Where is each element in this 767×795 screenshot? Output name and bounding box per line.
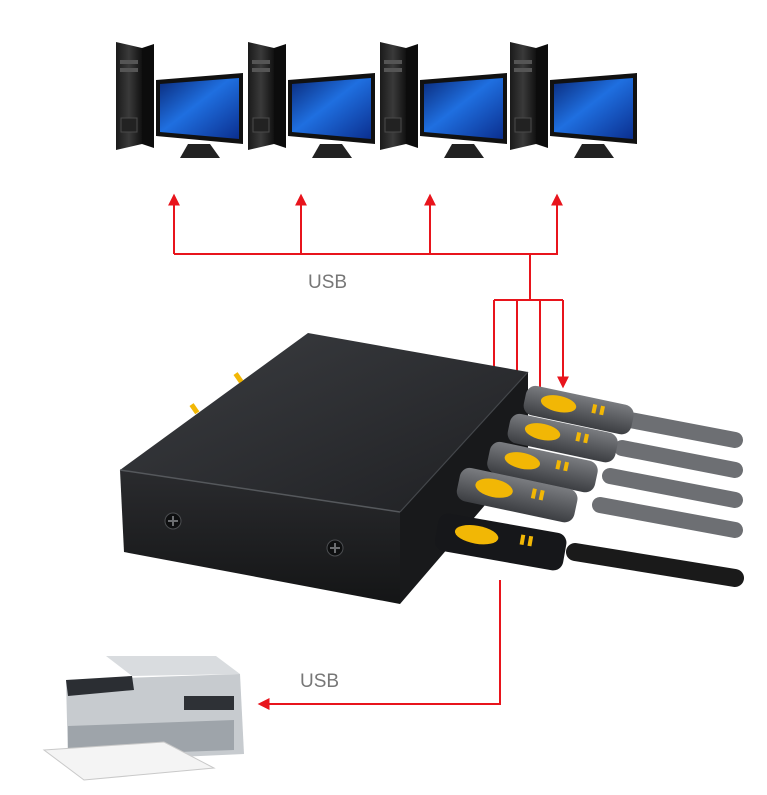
- usb-label-bottom: USB: [300, 671, 339, 692]
- usb-plug-icon: [507, 413, 618, 463]
- computer-icon: [116, 42, 243, 158]
- downstream-arrow: [257, 580, 501, 710]
- computer-icon: [380, 42, 507, 158]
- usb-plug-icon: [434, 513, 567, 571]
- usb-cables: [566, 412, 744, 587]
- computer-icon: [248, 42, 375, 158]
- computer-icon: [510, 42, 637, 158]
- screw-icon: [164, 512, 182, 530]
- printer-icon: [42, 656, 244, 781]
- screw-icon: [326, 539, 344, 557]
- usb-plug-icon: [456, 467, 578, 523]
- usb-label-top: USB: [308, 272, 347, 293]
- usb-plug-icon: [487, 441, 598, 493]
- usb-plug-icon: [523, 385, 634, 435]
